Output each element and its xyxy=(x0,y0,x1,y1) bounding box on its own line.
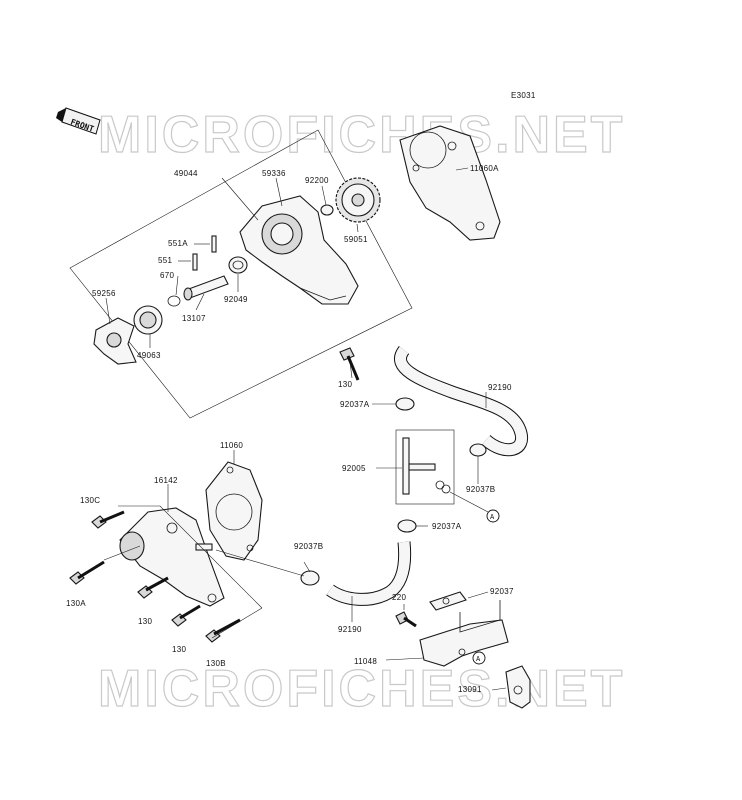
clip-13091 xyxy=(505,665,531,709)
pin-551 xyxy=(192,253,198,271)
bolt-220 xyxy=(395,611,417,628)
label-11060a: 11060A xyxy=(470,164,499,173)
label-130a: 130A xyxy=(66,599,86,608)
label-16142: 16142 xyxy=(154,476,178,485)
bracket-11048 xyxy=(419,600,509,667)
svg-text:A: A xyxy=(490,513,495,521)
label-59051: 59051 xyxy=(344,235,368,244)
washer-92200 xyxy=(320,204,334,216)
svg-text:A: A xyxy=(476,655,481,663)
label-130-top: 130 xyxy=(338,380,352,389)
label-92190-top: 92190 xyxy=(488,383,512,392)
clamp-92037a-top xyxy=(395,397,415,411)
watermark-top: MICROFICHES.NET xyxy=(98,106,625,164)
mech-seal-49063 xyxy=(133,305,163,335)
label-59336: 59336 xyxy=(262,169,286,178)
bolt-130-low xyxy=(171,604,201,627)
label-130b: 130B xyxy=(206,659,226,668)
label-59256: 59256 xyxy=(92,289,116,298)
o-ring-670 xyxy=(167,295,181,307)
label-13107: 13107 xyxy=(182,314,206,323)
pump-body-59336 xyxy=(239,195,359,305)
clamp-92037b-right xyxy=(469,443,487,457)
clamp-92037a-bottom xyxy=(397,519,417,533)
label-92037: 92037 xyxy=(490,587,514,596)
label-92037a-top: 92037A xyxy=(340,400,370,409)
pin-551a xyxy=(211,235,217,253)
label-92037b-left: 92037B xyxy=(294,542,323,551)
bolt-130-mid xyxy=(137,576,169,599)
pump-cover-16142 xyxy=(119,507,225,607)
gasket-11060a xyxy=(399,125,501,241)
impeller-59256 xyxy=(93,317,137,365)
gear-59051 xyxy=(335,177,381,223)
clamp-plate-92037 xyxy=(429,591,467,611)
label-130c: 130C xyxy=(80,496,100,505)
label-130-low: 130 xyxy=(172,645,186,654)
bolt-130c xyxy=(91,510,125,529)
label-92049: 92049 xyxy=(224,295,248,304)
label-92190-bottom: 92190 xyxy=(338,625,362,634)
label-49063: 49063 xyxy=(137,351,161,360)
label-551: 551 xyxy=(158,256,172,265)
label-49044: 49044 xyxy=(174,169,198,178)
gasket-11060 xyxy=(205,461,263,561)
label-92005: 92005 xyxy=(342,464,366,473)
label-551a: 551A xyxy=(168,239,188,248)
pump-assembly-frame xyxy=(69,129,413,419)
label-220: 220 xyxy=(392,593,406,602)
shaft-13107 xyxy=(183,275,229,301)
label-92200: 92200 xyxy=(305,176,329,185)
label-130-mid: 130 xyxy=(138,617,152,626)
reference-a-lower: A xyxy=(472,651,486,665)
label-13091: 13091 xyxy=(458,685,482,694)
front-arrow-icon: FRONT xyxy=(56,107,101,135)
seal-92049 xyxy=(228,256,248,274)
clamp-92037b-left xyxy=(300,570,320,586)
fitting-frame xyxy=(395,429,455,505)
t-fitting-92005 xyxy=(402,437,451,495)
bolt-130b xyxy=(205,618,241,643)
bolt-130a xyxy=(69,560,105,585)
bolt-130-top xyxy=(339,347,360,381)
watermark-bottom: MICROFICHES.NET xyxy=(98,660,625,718)
label-92037a-bottom: 92037A xyxy=(432,522,462,531)
label-11060: 11060 xyxy=(220,441,243,450)
label-92037b-right: 92037B xyxy=(466,485,495,494)
label-11048: 11048 xyxy=(354,657,377,666)
diagram-code: E3031 xyxy=(511,91,536,100)
label-670: 670 xyxy=(160,271,174,280)
reference-a-upper: A xyxy=(486,509,500,523)
